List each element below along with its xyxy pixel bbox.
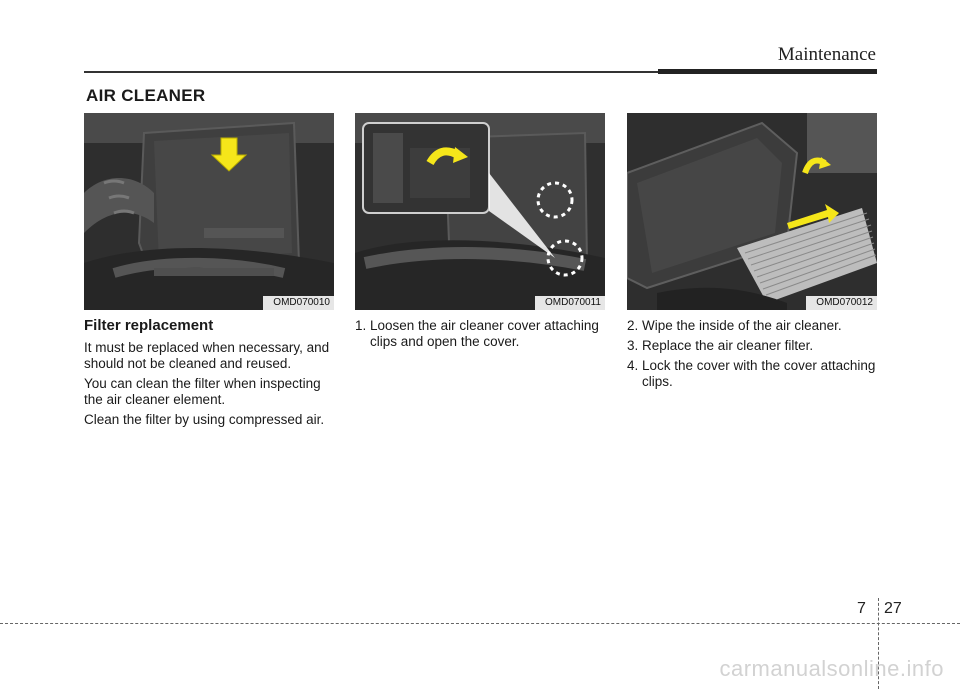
step-item: 2. Wipe the inside of the air cleaner.: [627, 318, 842, 333]
figure-1-photo: OMD070010: [84, 113, 334, 310]
paragraph: Clean the filter by using compressed air…: [84, 412, 325, 427]
figure-2-illustration: [355, 113, 605, 310]
figure-3-illustration: [627, 113, 877, 310]
header-rule-accent: [658, 69, 877, 74]
column-steps-2: 2. Wipe the inside of the air cleaner. 3…: [627, 318, 879, 394]
paragraph: You can clean the filter when inspecting…: [84, 376, 321, 407]
insert-arrow-icon: [787, 204, 839, 229]
clip-circle-icon: [536, 181, 574, 219]
chapter-number: 7: [857, 600, 866, 617]
column-steps-1: 1. Loosen the air cleaner cover attachin…: [355, 318, 607, 354]
paragraph: It must be replaced when necessary, and …: [84, 340, 330, 371]
section-title: AIR CLEANER: [86, 86, 206, 105]
figure-3-photo: OMD070012: [627, 113, 877, 310]
header-section-title: Maintenance: [777, 44, 876, 65]
figure-3-caption: OMD070012: [806, 296, 877, 310]
step-item: 4. Lock the cover with the cover attachi…: [627, 358, 876, 389]
page-number: 27: [884, 600, 902, 617]
step-item: 3. Replace the air cleaner filter.: [627, 338, 814, 353]
footer-divider: [878, 598, 879, 689]
clip-circle-icon: [546, 239, 584, 277]
subsection-heading: Filter replacement: [84, 317, 214, 334]
footer-rule: [0, 623, 960, 624]
figure-2-photo: OMD070011: [355, 113, 605, 310]
figure-1-caption: OMD070010: [263, 296, 334, 310]
down-arrow-icon: [210, 137, 248, 172]
column-filter-replacement: Filter replacement It must be replaced w…: [84, 318, 336, 432]
figure-2-caption: OMD070011: [535, 296, 605, 310]
figure-1-illustration: [84, 113, 334, 310]
step-item: 1. Loosen the air cleaner cover attachin…: [355, 318, 599, 349]
watermark: carmanualsonline.info: [719, 656, 944, 681]
header-rule: [84, 71, 877, 73]
